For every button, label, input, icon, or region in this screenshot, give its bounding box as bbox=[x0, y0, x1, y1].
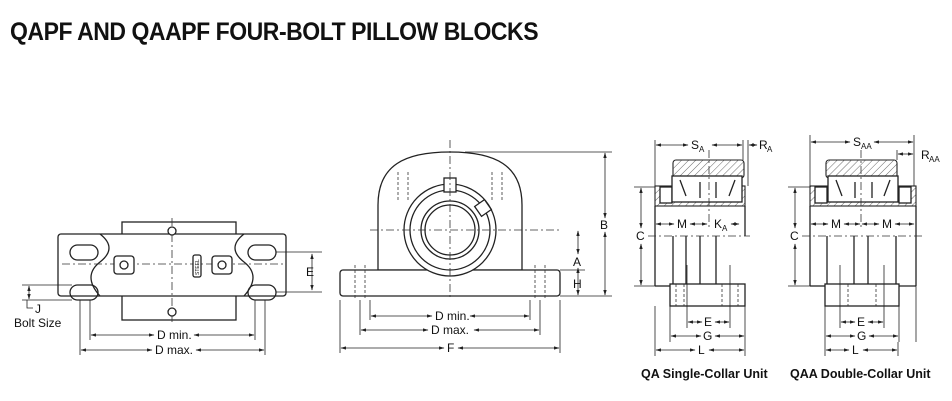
qaa-caption: QAA Double-Collar Unit bbox=[790, 367, 931, 381]
top-view: STEEL D min. D max. E J Bolt Size bbox=[14, 218, 322, 357]
front-view: D min. D max. F B A H bbox=[339, 140, 612, 355]
svg-text:AA: AA bbox=[929, 155, 940, 164]
setscrew bbox=[473, 198, 493, 218]
svg-text:A: A bbox=[767, 145, 773, 154]
grease-fitting-icon bbox=[167, 226, 177, 236]
g-label: G bbox=[857, 329, 866, 343]
j-label: J bbox=[35, 302, 41, 316]
grease-fitting-icon bbox=[167, 307, 177, 317]
e-label: E bbox=[704, 315, 712, 329]
steel-label: STEEL bbox=[195, 259, 201, 275]
collar bbox=[672, 159, 745, 179]
e-label: E bbox=[857, 315, 865, 329]
ka-label: K bbox=[714, 217, 722, 231]
h-label: H bbox=[573, 277, 582, 291]
a-label: A bbox=[573, 255, 581, 269]
sa-label: S bbox=[691, 138, 699, 152]
c-label: C bbox=[636, 229, 645, 243]
e-label: E bbox=[306, 265, 314, 279]
b-label: B bbox=[600, 218, 608, 232]
base-foot bbox=[824, 283, 900, 307]
m-label: M bbox=[882, 217, 892, 231]
d-min-label: D min. bbox=[435, 309, 470, 323]
l-label: L bbox=[852, 343, 859, 357]
d-max-label: D max. bbox=[431, 323, 469, 337]
base-foot bbox=[669, 283, 746, 307]
qaa-double-collar-view: S AA R AA M M C E G L QAA Double-Collar … bbox=[788, 135, 940, 381]
bolt-slot-holes bbox=[69, 244, 277, 301]
raa-label: R bbox=[921, 148, 930, 162]
page-title: QAPF AND QAAPF FOUR-BOLT PILLOW BLOCKS bbox=[10, 18, 539, 46]
steel-label-plate bbox=[192, 254, 202, 278]
saa-label: S bbox=[853, 135, 861, 149]
f-label: F bbox=[447, 341, 454, 355]
c-label: C bbox=[790, 229, 799, 243]
svg-text:A: A bbox=[699, 145, 705, 154]
m-label: M bbox=[831, 217, 841, 231]
setscrew-pad bbox=[113, 255, 135, 275]
collar bbox=[825, 159, 898, 179]
qa-single-collar-view: S A R A M K A C E G L QA Single-Collar U… bbox=[634, 138, 773, 381]
svg-text:A: A bbox=[722, 224, 728, 233]
setscrew-pad bbox=[211, 255, 233, 275]
m-label: M bbox=[677, 217, 687, 231]
g-label: G bbox=[703, 329, 712, 343]
qa-caption: QA Single-Collar Unit bbox=[641, 367, 768, 381]
d-max-label: D max. bbox=[155, 343, 193, 357]
ra-label: R bbox=[759, 138, 768, 152]
svg-text:AA: AA bbox=[861, 142, 872, 151]
l-label: L bbox=[698, 343, 705, 357]
d-min-label: D min. bbox=[157, 328, 192, 342]
bolt-size-label: Bolt Size bbox=[14, 316, 62, 330]
